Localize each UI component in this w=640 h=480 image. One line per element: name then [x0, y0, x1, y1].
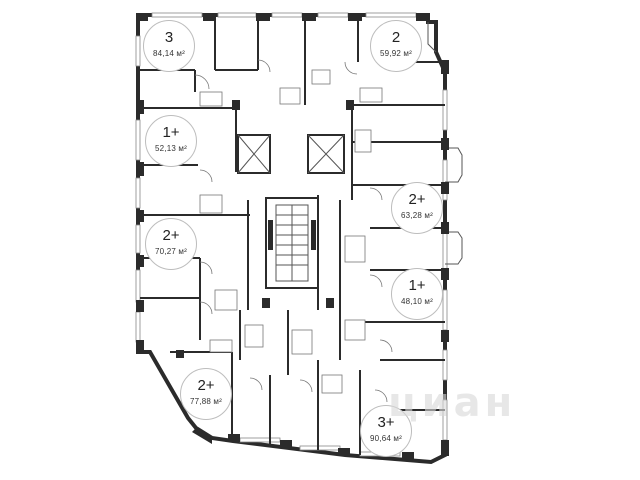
apartment-badge-3plus-bottom-right[interactable]: 3+ 90,64 м² — [360, 405, 412, 457]
apartment-badge-2[interactable]: 2 59,92 м² — [370, 20, 422, 72]
apartment-area: 84,14 м² — [152, 49, 185, 58]
structural-columns — [136, 13, 449, 460]
apartment-rooms: 3+ — [377, 414, 395, 431]
apartment-badge-2plus-right-upper[interactable]: 2+ 63,28 м² — [391, 182, 443, 234]
apartment-badge-3[interactable]: 3 84,14 м² — [143, 20, 195, 72]
apartment-area: 59,92 м² — [379, 49, 412, 58]
apartment-rooms: 3 — [164, 29, 174, 46]
apartment-area: 63,28 м² — [400, 211, 433, 220]
door-swings — [194, 59, 393, 403]
outer-wall — [136, 13, 447, 465]
apartment-rooms: 2+ — [197, 377, 215, 394]
apartment-rooms: 2 — [391, 29, 401, 46]
apartment-area: 77,88 м² — [189, 397, 222, 406]
apartment-rooms: 2+ — [162, 227, 180, 244]
apartment-rooms: 2+ — [408, 191, 426, 208]
bathroom-fixtures — [199, 69, 383, 394]
apartment-badge-1plus-right[interactable]: 1+ 48,10 м² — [391, 268, 443, 320]
apartment-badge-1plus-left[interactable]: 1+ 52,13 м² — [145, 115, 197, 167]
apartment-badge-2plus-bottom-left[interactable]: 2+ 77,88 м² — [180, 368, 232, 420]
windows — [135, 12, 448, 457]
apartment-rooms: 1+ — [408, 277, 426, 294]
interior-walls — [140, 15, 445, 455]
apartment-rooms: 1+ — [162, 124, 180, 141]
balconies — [427, 22, 463, 265]
watermark: циан — [388, 380, 517, 426]
apartment-area: 70,27 м² — [154, 247, 187, 256]
elevator-core — [237, 134, 345, 289]
apartment-area: 52,13 м² — [154, 144, 187, 153]
apartment-area: 48,10 м² — [400, 297, 433, 306]
apartment-area: 90,64 м² — [369, 434, 402, 443]
apartment-badge-2plus-left[interactable]: 2+ 70,27 м² — [145, 218, 197, 270]
